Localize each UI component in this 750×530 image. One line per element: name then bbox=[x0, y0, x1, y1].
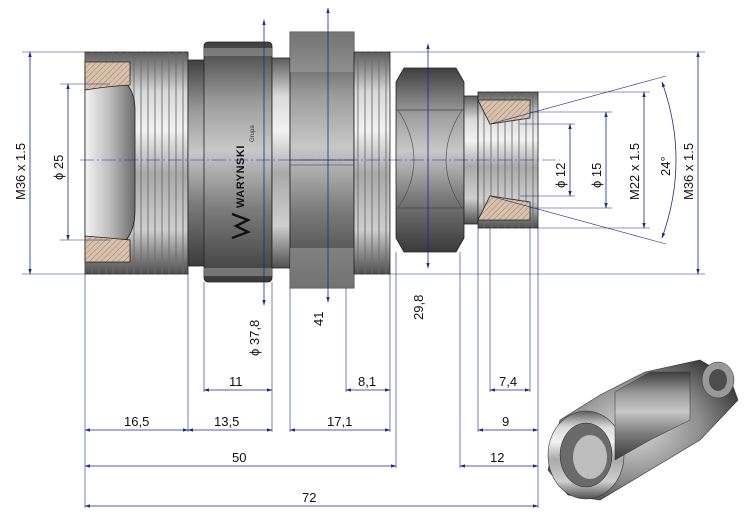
dim-len-8-1: 8,1 bbox=[358, 374, 376, 389]
dim-bore-left: ϕ 25 bbox=[51, 155, 66, 180]
dim-len-9: 9 bbox=[502, 414, 509, 429]
dim-len-7-4: 7,4 bbox=[499, 374, 517, 389]
dim-cone-angle: 24° bbox=[658, 156, 673, 176]
dimension-lines bbox=[22, 7, 705, 508]
dim-hex-big: 41 bbox=[311, 312, 326, 326]
dim-thread-right: M36 x 1.5 bbox=[681, 143, 696, 200]
dim-bore-15: ϕ 15 bbox=[589, 163, 604, 188]
dim-len-12: 12 bbox=[490, 450, 504, 465]
dim-len-13-5: 13,5 bbox=[214, 414, 239, 429]
dim-len-16-5: 16,5 bbox=[124, 414, 149, 429]
brand-name: WARYNSKI bbox=[235, 145, 247, 208]
dim-collar-dia: ϕ 37,8 bbox=[247, 320, 262, 356]
brand-logo: WARYNSKI Grupa bbox=[231, 125, 256, 240]
dim-len-17-1: 17,1 bbox=[327, 414, 352, 429]
dim-len-11: 11 bbox=[229, 374, 243, 389]
isometric-view bbox=[547, 359, 739, 501]
dim-hex-small: 29,8 bbox=[411, 295, 426, 320]
dimension-labels: M36 x 1.5 ϕ 25 ϕ 37,8 41 29,8 ϕ 12 ϕ 15 … bbox=[13, 143, 696, 505]
dim-thread-m22: M22 x 1.5 bbox=[627, 143, 642, 200]
dim-thread-left: M36 x 1.5 bbox=[13, 143, 28, 200]
brand-sub: Grupa bbox=[250, 125, 256, 142]
dim-len-50: 50 bbox=[232, 450, 246, 465]
dim-len-72: 72 bbox=[302, 490, 316, 505]
dim-bore-12: ϕ 12 bbox=[553, 163, 568, 188]
